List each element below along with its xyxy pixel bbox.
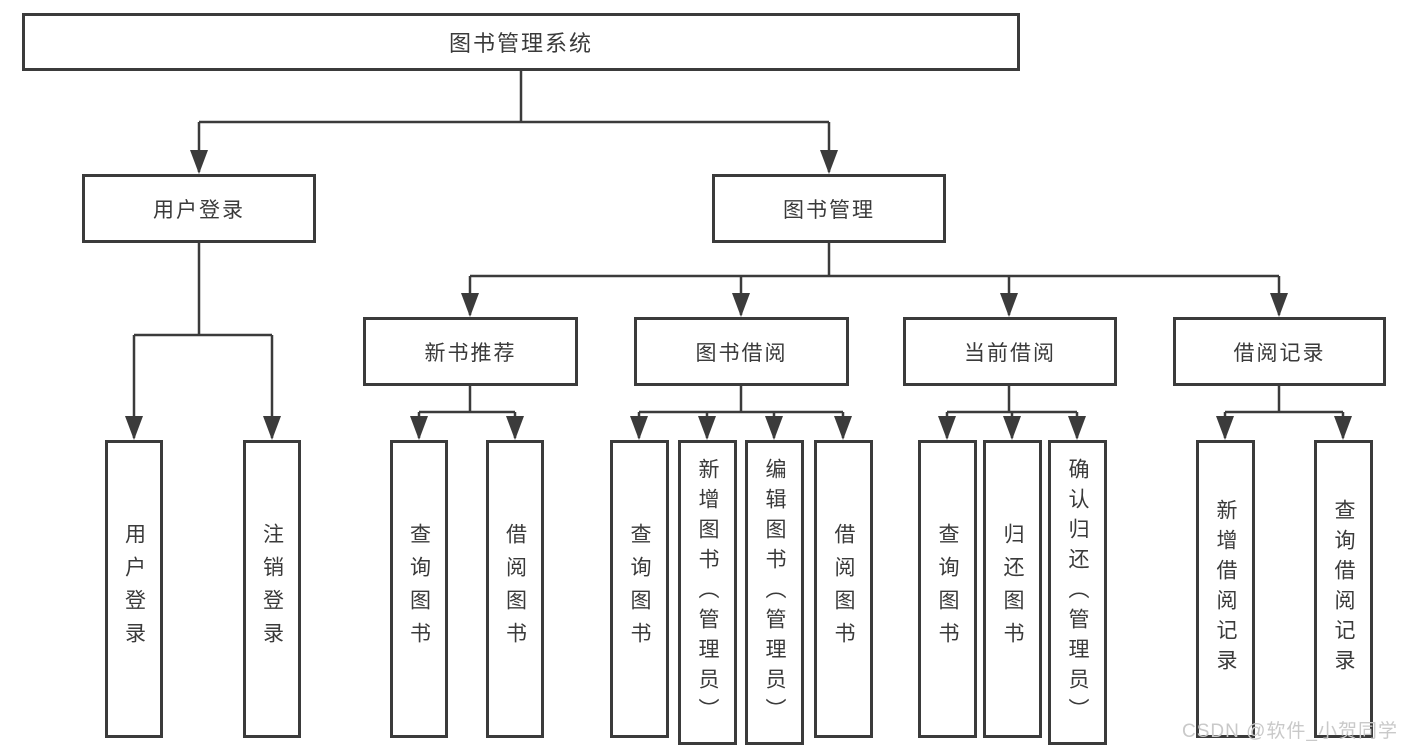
- arrow-down-icon: [820, 150, 838, 174]
- node-library-system-label: 图书管理系统: [448, 31, 593, 56]
- connector-records-to-leaves: [1223, 386, 1345, 438]
- leaf-return-books: 归还图书: [983, 440, 1042, 738]
- leaf-query-books-borrow: 查询图书: [610, 440, 669, 738]
- leaf-borrow-books: 借阅图书: [814, 440, 873, 738]
- leaf-query-books-recommend: 查询图书: [390, 440, 448, 738]
- arrow-down-icon: [630, 416, 648, 440]
- arrow-down-icon: [698, 416, 716, 440]
- connector-root-to-level1: [197, 71, 831, 172]
- arrow-down-icon: [410, 416, 428, 440]
- leaf-add-borrow-record: 新增借阅记录: [1196, 440, 1255, 738]
- leaf-edit-books-admin: 编辑图书（管理员）: [745, 440, 804, 745]
- arrow-down-icon: [1216, 416, 1234, 440]
- arrow-down-icon: [732, 293, 750, 317]
- node-current-borrowing: 当前借阅: [903, 317, 1117, 386]
- leaf-query-borrow-record: 查询借阅记录: [1314, 440, 1373, 738]
- leaf-edit-books-admin-label: 编辑图书（管理员）: [763, 457, 786, 728]
- leaf-confirm-return-admin-label: 确认归还（管理员）: [1066, 457, 1089, 728]
- arrow-down-icon: [125, 416, 143, 440]
- node-new-book-recommend: 新书推荐: [363, 317, 578, 386]
- leaf-logout: 注销登录: [243, 440, 301, 738]
- connector-borrow-to-leaves: [637, 386, 845, 438]
- node-book-borrowing-label: 图书借阅: [695, 341, 788, 365]
- node-new-book-recommend-label: 新书推荐: [424, 341, 517, 365]
- node-library-system: 图书管理系统: [22, 13, 1020, 71]
- leaf-add-books-admin: 新增图书（管理员）: [678, 440, 737, 745]
- node-user-login: 用户登录: [82, 174, 316, 243]
- leaf-query-books-current-label: 查询图书: [936, 523, 959, 655]
- arrow-down-icon: [461, 293, 479, 317]
- arrow-down-icon: [834, 416, 852, 440]
- node-book-management-label: 图书管理: [783, 198, 875, 222]
- leaf-add-books-admin-label: 新增图书（管理员）: [696, 457, 719, 728]
- node-borrowing-records: 借阅记录: [1173, 317, 1386, 386]
- connector-userlogin-to-leaves: [132, 243, 274, 438]
- leaf-user-login-label: 用户登录: [122, 523, 146, 655]
- leaf-borrow-books-recommend-label: 借阅图书: [503, 523, 527, 655]
- arrow-down-icon: [263, 416, 281, 440]
- leaf-confirm-return-admin: 确认归还（管理员）: [1048, 440, 1107, 745]
- leaf-query-borrow-record-label: 查询借阅记录: [1332, 499, 1355, 679]
- leaf-query-books-borrow-label: 查询图书: [628, 523, 651, 655]
- csdn-watermark: CSDN @软件_小贺同学: [1182, 721, 1398, 742]
- leaf-borrow-books-label: 借阅图书: [832, 523, 855, 655]
- node-user-login-label: 用户登录: [153, 198, 245, 222]
- node-current-borrowing-label: 当前借阅: [964, 341, 1056, 365]
- node-book-borrowing: 图书借阅: [634, 317, 849, 386]
- arrow-down-icon: [190, 150, 208, 174]
- arrow-down-icon: [506, 416, 524, 440]
- leaf-user-login: 用户登录: [105, 440, 163, 738]
- leaf-query-books-current: 查询图书: [918, 440, 977, 738]
- arrow-down-icon: [1000, 293, 1018, 317]
- leaf-logout-label: 注销登录: [260, 523, 284, 655]
- arrow-down-icon: [765, 416, 783, 440]
- leaf-query-books-recommend-label: 查询图书: [407, 523, 431, 655]
- arrow-down-icon: [938, 416, 956, 440]
- arrow-down-icon: [1003, 416, 1021, 440]
- node-book-management: 图书管理: [712, 174, 946, 243]
- leaf-return-books-label: 归还图书: [1001, 523, 1024, 655]
- connector-newbook-to-leaves: [417, 386, 517, 438]
- leaf-add-borrow-record-label: 新增借阅记录: [1214, 499, 1237, 679]
- leaf-borrow-books-recommend: 借阅图书: [486, 440, 544, 738]
- arrow-down-icon: [1270, 293, 1288, 317]
- node-borrowing-records-label: 借阅记录: [1233, 341, 1326, 365]
- arrow-down-icon: [1334, 416, 1352, 440]
- arrow-down-icon: [1068, 416, 1086, 440]
- connector-bookmgmt-to-modules: [468, 243, 1281, 315]
